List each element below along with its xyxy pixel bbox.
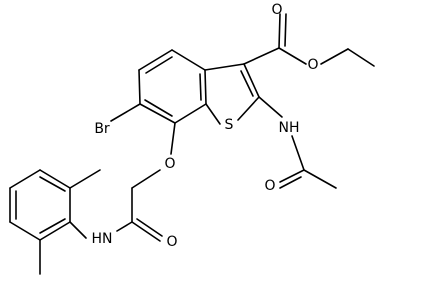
amide-oxygen-label: O bbox=[166, 234, 177, 250]
acetyl-oxygen-label: O bbox=[264, 178, 275, 194]
bond-lines bbox=[9, 13, 375, 275]
ether-oxygen-label: O bbox=[164, 156, 175, 172]
atom-labels: O O Br S NH O O O HN bbox=[92, 2, 319, 250]
ester-carbonyl-oxygen-label: O bbox=[271, 2, 282, 18]
acetamido-nh-label: NH bbox=[279, 120, 300, 136]
bromine-label: Br bbox=[94, 121, 110, 137]
anilide-nh-label: HN bbox=[92, 231, 113, 247]
ester-ether-oxygen-label: O bbox=[307, 57, 318, 73]
sulfur-label: S bbox=[225, 117, 234, 133]
